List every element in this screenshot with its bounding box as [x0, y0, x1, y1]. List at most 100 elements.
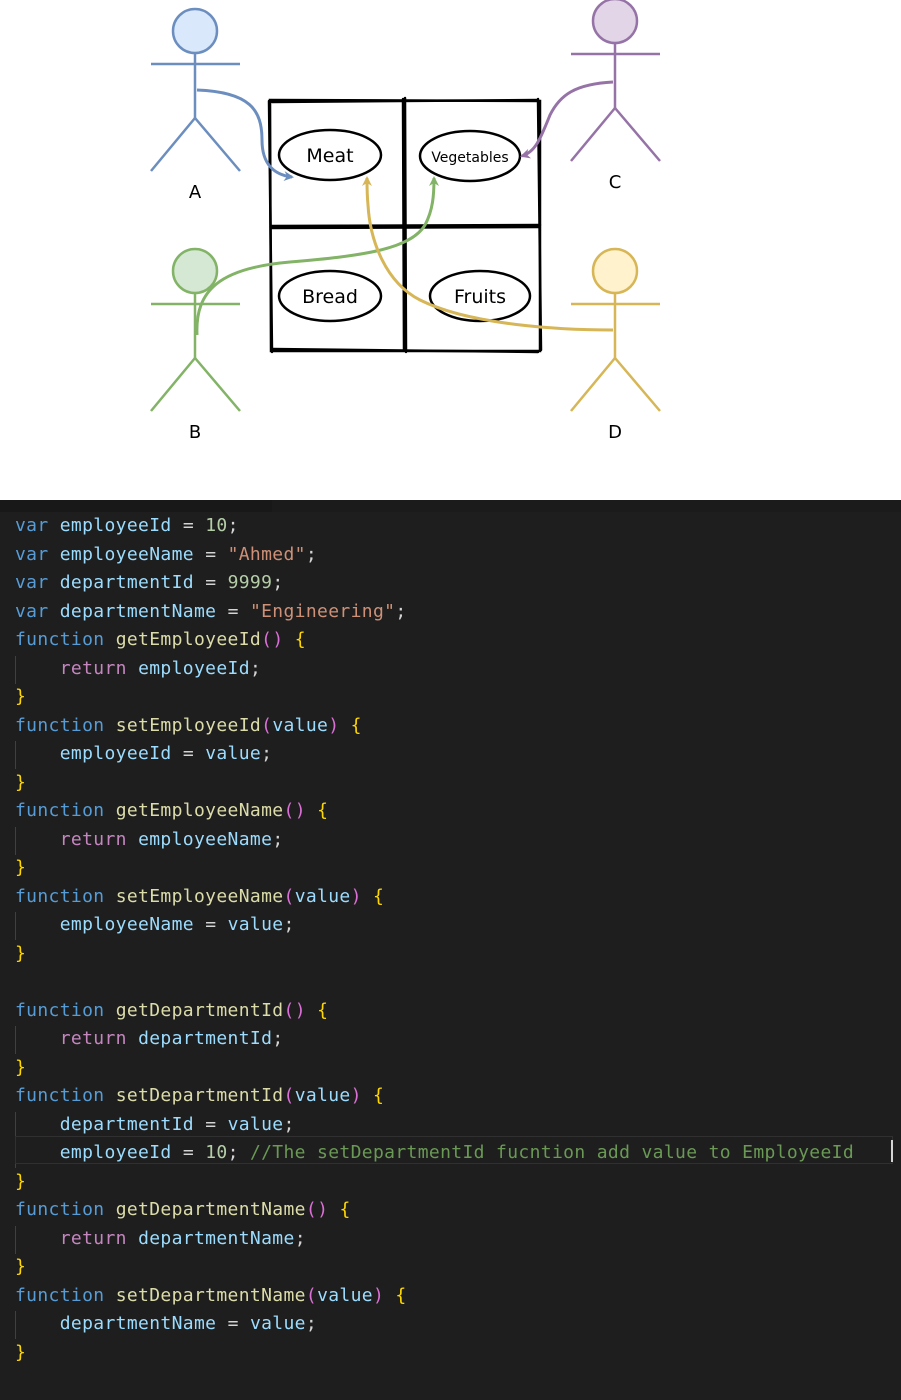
code-line[interactable]: employeeName = value;: [15, 911, 295, 939]
code-line[interactable]: departmentId = value;: [15, 1111, 295, 1139]
code-token: [105, 1285, 116, 1306]
code-line[interactable]: }: [15, 1168, 26, 1196]
code-token: ;: [305, 1313, 318, 1334]
code-line[interactable]: return employeeId;: [15, 655, 261, 683]
code-line[interactable]: }: [15, 854, 26, 882]
code-line[interactable]: function setEmployeeId(value) {: [15, 712, 362, 740]
code-line[interactable]: function setEmployeeName(value) {: [15, 883, 384, 911]
code-line[interactable]: }: [15, 683, 26, 711]
code-token: [127, 829, 138, 850]
code-line[interactable]: function getEmployeeId() {: [15, 626, 306, 654]
code-token: setDepartmentId: [115, 1085, 284, 1106]
code-line[interactable]: }: [15, 1054, 26, 1082]
code-token: ;: [283, 1113, 295, 1135]
code-line[interactable]: return departmentName;: [15, 1225, 306, 1253]
code-editor[interactable]: var employeeId = 10;var employeeName = "…: [0, 500, 901, 1400]
code-line[interactable]: }: [15, 940, 26, 968]
actor-a-label: A: [189, 182, 202, 203]
code-token: [362, 886, 373, 907]
code-token: [105, 886, 116, 907]
code-token: [105, 1085, 116, 1106]
code-token: [194, 914, 205, 935]
code-token: (: [283, 999, 295, 1021]
code-line[interactable]: }: [15, 1253, 26, 1281]
code-token: (: [283, 800, 295, 821]
code-token: employeeName: [59, 914, 194, 935]
code-token: [239, 601, 250, 622]
code-token: value: [227, 1113, 284, 1135]
code-line[interactable]: return employeeName;: [15, 826, 284, 854]
code-token: ): [328, 714, 340, 736]
code-token: [194, 1142, 205, 1163]
code-token: value: [227, 914, 284, 935]
code-line[interactable]: employeeId = 10; //The setDepartmentId f…: [15, 1139, 854, 1167]
code-token: getDepartmentId: [115, 999, 284, 1021]
code-token: ): [350, 1085, 362, 1106]
actor-b: [150, 247, 241, 412]
code-line[interactable]: var employeeId = 10;: [15, 512, 239, 540]
code-token: employeeId: [59, 515, 172, 536]
code-line[interactable]: }: [15, 769, 26, 797]
code-token: [194, 743, 205, 764]
code-token: getEmployeeId: [115, 629, 262, 650]
cell-fruits: Fruits: [428, 269, 532, 323]
code-token: {: [339, 1199, 351, 1220]
code-token: =: [205, 914, 217, 935]
code-token: [49, 515, 60, 536]
code-line[interactable]: function getEmployeeName() {: [15, 797, 328, 825]
code-token: function: [15, 800, 105, 821]
code-token: [362, 1085, 373, 1106]
code-token: {: [317, 999, 329, 1021]
arrow-a-to-meat: [196, 88, 294, 182]
indent-guide: [15, 912, 16, 940]
code-token: value: [205, 743, 262, 764]
code-line[interactable]: var departmentId = 9999;: [15, 569, 284, 597]
code-line[interactable]: function getDepartmentName() {: [15, 1196, 351, 1224]
code-token: employeeName: [138, 828, 273, 850]
code-token: return: [59, 828, 127, 850]
code-token: "Ahmed": [227, 543, 306, 565]
code-token: departmentName: [138, 1227, 295, 1249]
code-token: employeeId: [138, 657, 250, 679]
code-token: [172, 515, 183, 536]
code-line[interactable]: departmentName = value;: [15, 1310, 317, 1338]
code-token: ;: [305, 543, 318, 565]
code-token: (: [261, 629, 273, 650]
code-line[interactable]: function setDepartmentId(value) {: [15, 1082, 384, 1110]
code-token: departmentName: [59, 600, 217, 622]
code-line[interactable]: function setDepartmentName(value) {: [15, 1282, 407, 1310]
actor-c-label: C: [609, 172, 622, 193]
code-token: ): [350, 885, 362, 907]
code-token: var: [15, 600, 49, 622]
code-line[interactable]: employeeId = value;: [15, 740, 272, 768]
code-token: =: [227, 600, 239, 622]
code-line[interactable]: function getDepartmentId() {: [15, 997, 328, 1025]
cell-bread-label: Bread: [302, 286, 358, 308]
code-line[interactable]: var employeeName = "Ahmed";: [15, 541, 317, 569]
code-token: [15, 1114, 60, 1135]
code-token: ): [294, 800, 306, 821]
code-token: [339, 715, 350, 736]
code-token: 10: [205, 515, 228, 536]
code-line[interactable]: return departmentId;: [15, 1025, 284, 1053]
code-token: =: [182, 743, 194, 764]
code-token: [239, 1142, 250, 1163]
code-token: getEmployeeName: [115, 800, 284, 821]
code-token: departmentName: [59, 1313, 217, 1334]
code-token: [284, 629, 295, 650]
code-token: [15, 914, 60, 935]
code-token: var: [15, 515, 49, 536]
cell-vegetables-label: Vegetables: [431, 150, 508, 166]
code-token: =: [205, 543, 217, 565]
code-token: [306, 800, 317, 821]
code-line[interactable]: }: [15, 1339, 26, 1367]
indent-guide: [15, 1026, 16, 1054]
code-token: (: [305, 1199, 318, 1220]
code-token: (: [283, 1085, 295, 1106]
code-token: function: [15, 1284, 105, 1306]
code-token: function: [15, 629, 105, 650]
code-token: [216, 601, 227, 622]
code-line[interactable]: var departmentName = "Engineering";: [15, 598, 407, 626]
actor-c: [570, 0, 661, 162]
code-token: ;: [283, 914, 295, 935]
